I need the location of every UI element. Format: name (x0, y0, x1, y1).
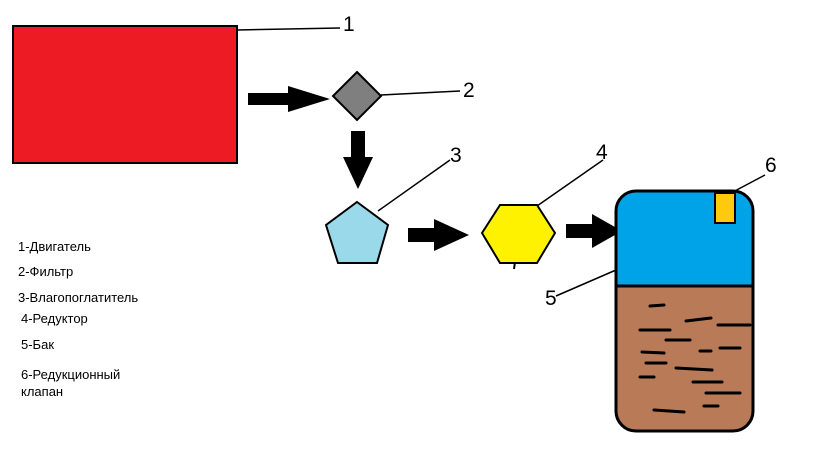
leader-line-1 (236, 27, 341, 31)
leader-line-6 (730, 174, 766, 194)
leader-line-4 (536, 159, 604, 207)
filter-diamond (331, 70, 383, 122)
legend-item-4: 4-Редуктор (21, 311, 88, 326)
label-4: 4 (596, 141, 608, 164)
arrow-reducer-to-tank (566, 214, 622, 248)
label-5: 5 (545, 287, 557, 310)
legend-item-1: 1-Двигатель (18, 239, 91, 254)
absorber-pentagon (324, 200, 390, 264)
arrow-filter-to-absorber (343, 131, 373, 189)
leader-line-2 (380, 90, 461, 96)
reducer-tick (513, 261, 516, 270)
tank-liquid-dashes (638, 303, 752, 414)
legend-item-3: 3-Влагопоглатитель (18, 290, 139, 305)
tank (614, 189, 755, 433)
arrow-absorber-to-reducer (408, 219, 469, 251)
label-6: 6 (765, 154, 777, 177)
leader-line-5 (555, 269, 617, 297)
legend-item-2: 2-Фильтр (18, 264, 74, 279)
label-1: 1 (343, 13, 355, 36)
reducer-hexagon (480, 204, 557, 264)
label-3: 3 (450, 144, 462, 167)
tank-liquid-section (616, 286, 753, 431)
arrow-engine-to-filter (248, 86, 330, 112)
leader-line-3 (377, 159, 451, 212)
engine-block (12, 25, 238, 164)
relief-valve (714, 192, 736, 224)
legend-item-5: 5-Бак (21, 337, 55, 352)
legend-item-6: 6-Редукционный клапан (21, 367, 121, 399)
label-2: 2 (463, 79, 475, 102)
